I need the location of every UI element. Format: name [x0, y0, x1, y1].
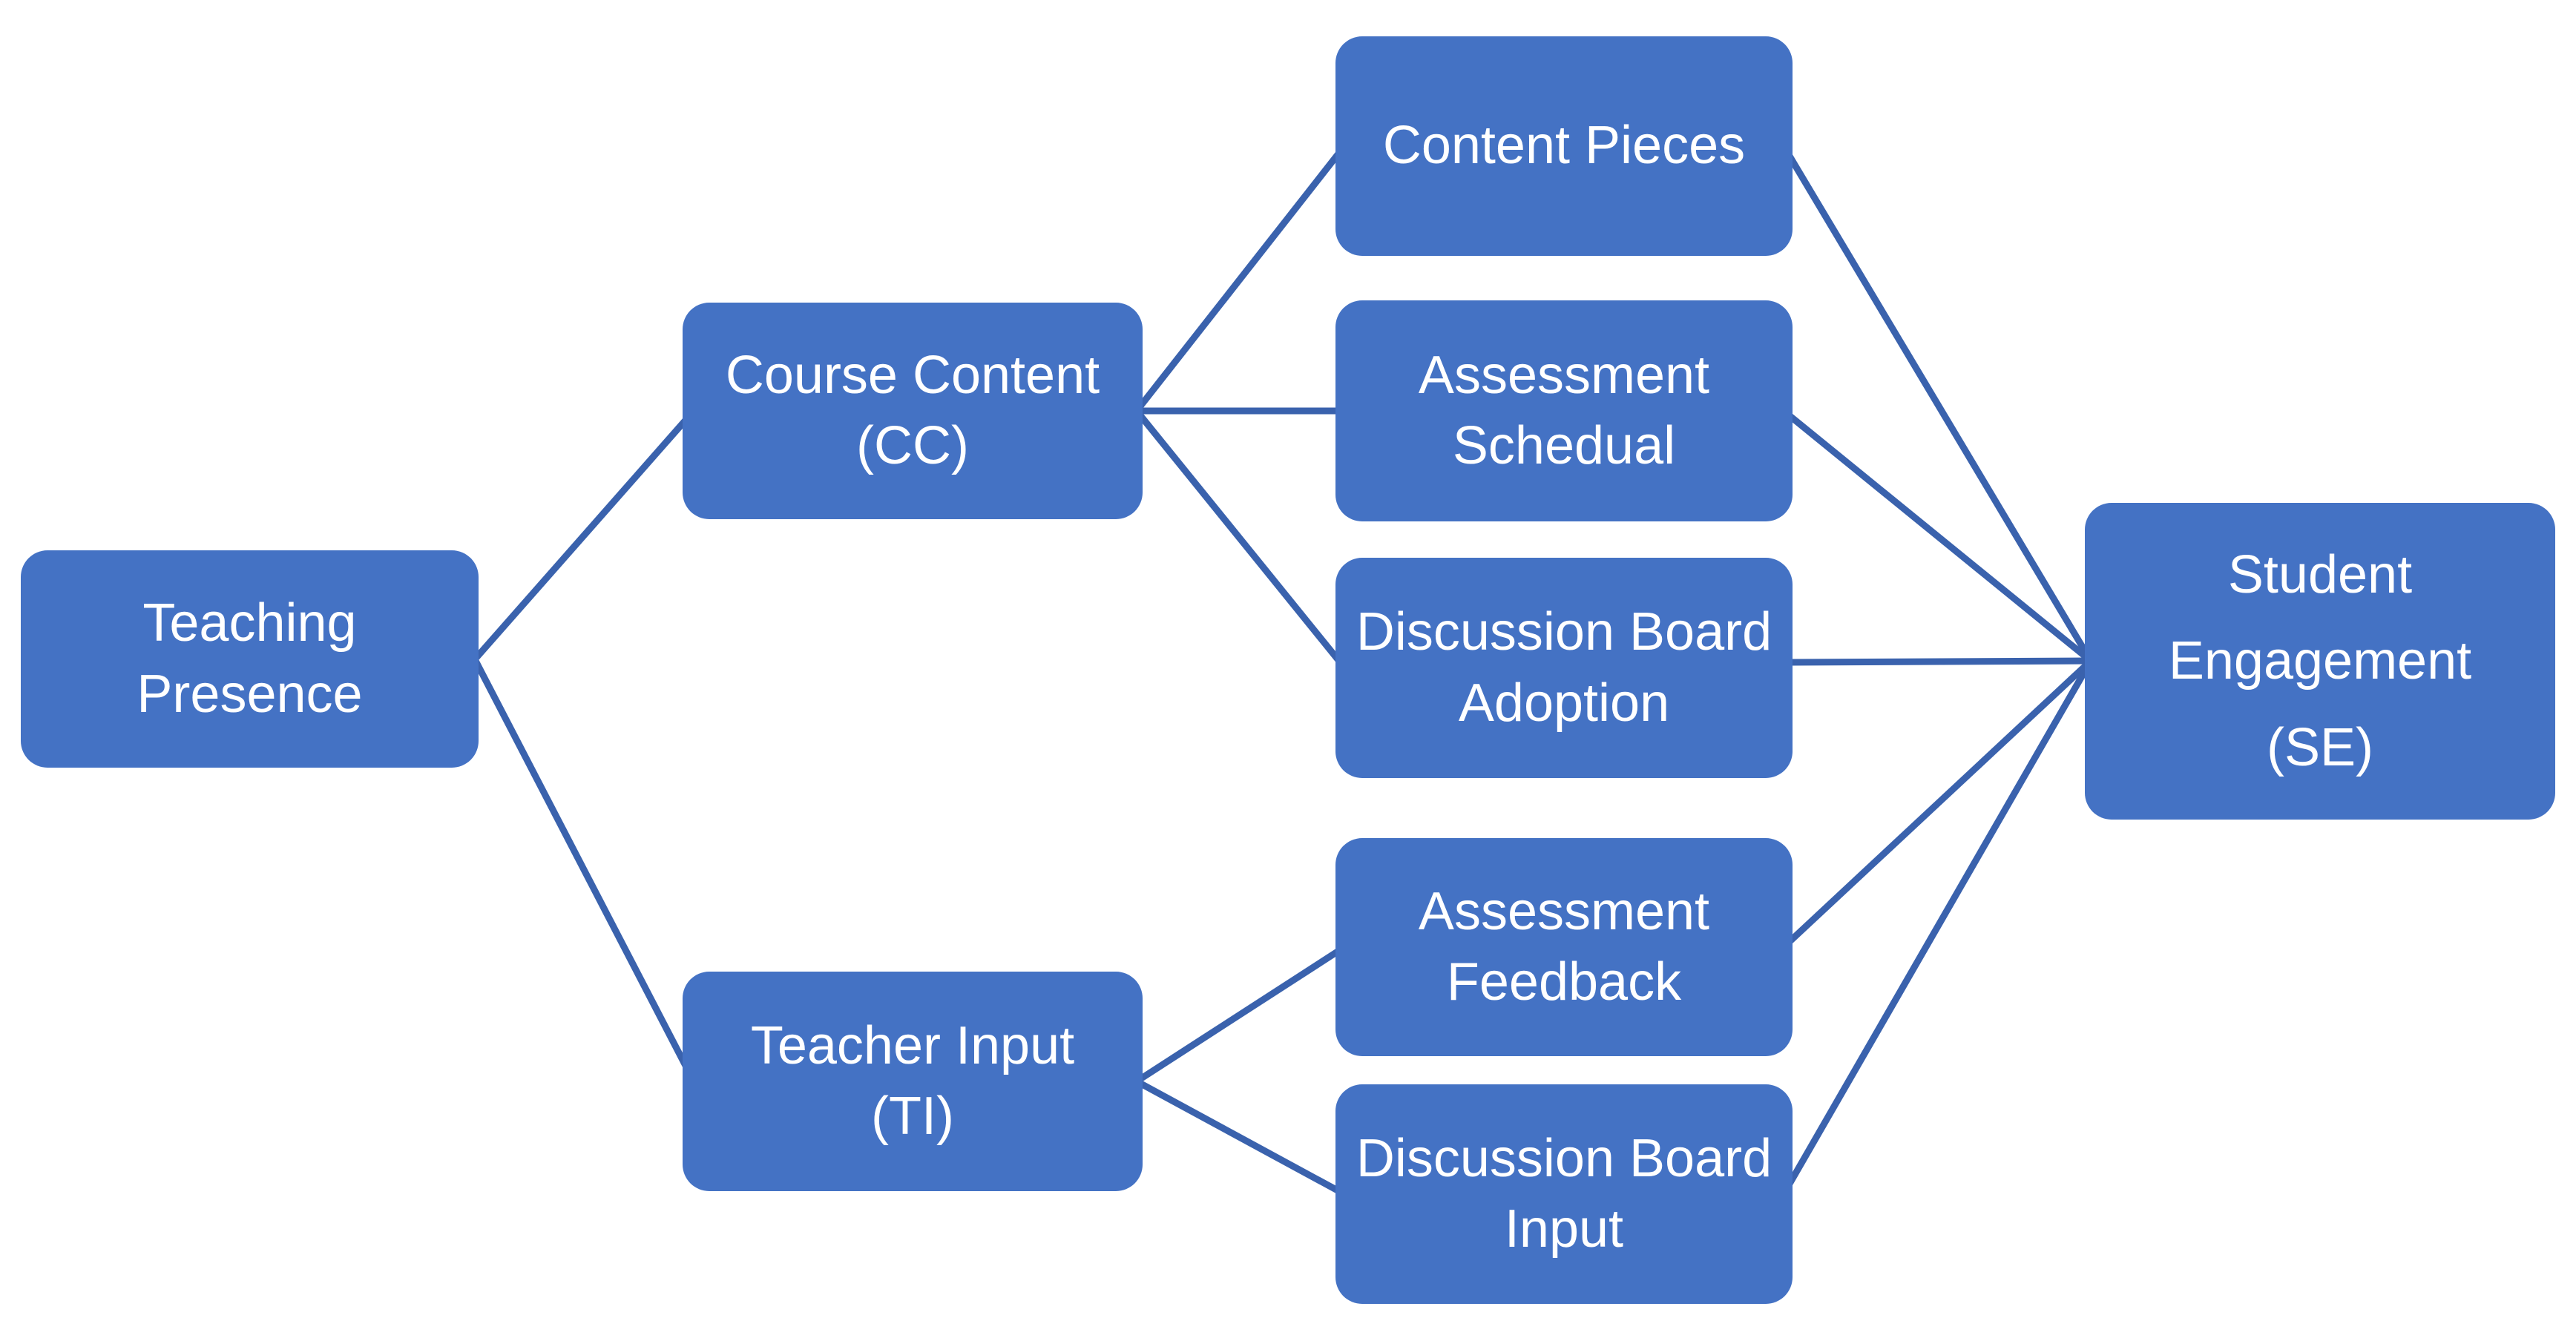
node-content-pieces: Content Pieces: [1335, 36, 1793, 256]
node-student-engagement: Student Engagement (SE): [2085, 503, 2555, 820]
edge-teacher-input-discussion-board-input: [1133, 1078, 1348, 1198]
edge-discussion-board-adoption-student-engagement: [1780, 657, 2094, 666]
node-label: Assessment Schedual: [1418, 345, 1710, 475]
node-course-content: Course Content (CC): [683, 303, 1143, 519]
node-discussion-board-adoption: Discussion Board Adoption: [1335, 558, 1793, 778]
edge-teaching-presence-course-content: [471, 407, 697, 663]
node-label: Discussion Board Input: [1356, 1128, 1772, 1259]
node-label: Discussion Board Adoption: [1356, 602, 1772, 733]
edge-assessment-schedual-student-engagement: [1780, 407, 2094, 665]
edge-teacher-input-assessment-feedback: [1133, 943, 1348, 1085]
edge-content-pieces-student-engagement: [1780, 142, 2094, 665]
node-label: Course Content (CC): [725, 345, 1100, 475]
node-label: Teacher Input (TI): [750, 1015, 1075, 1146]
node-teacher-input: Teacher Input (TI): [683, 972, 1143, 1191]
node-teaching-presence: Teaching Presence: [21, 550, 479, 768]
node-discussion-board-input: Discussion Board Input: [1335, 1084, 1793, 1304]
edge-discussion-board-input-student-engagement: [1780, 657, 2094, 1198]
node-assessment-schedual: Assessment Schedual: [1335, 300, 1793, 521]
edge-assessment-feedback-student-engagement: [1780, 657, 2094, 951]
edge-teaching-presence-teacher-input: [471, 656, 697, 1085]
node-label: Assessment Feedback: [1418, 881, 1710, 1012]
node-label: Teaching Presence: [137, 593, 363, 724]
node-label: Content Pieces: [1382, 116, 1746, 176]
node-label: Student Engagement (SE): [2168, 544, 2472, 777]
node-assessment-feedback: Assessment Feedback: [1335, 838, 1793, 1056]
edge-course-content-content-pieces: [1133, 142, 1348, 415]
edge-course-content-discussion-board-adoption: [1133, 407, 1348, 671]
